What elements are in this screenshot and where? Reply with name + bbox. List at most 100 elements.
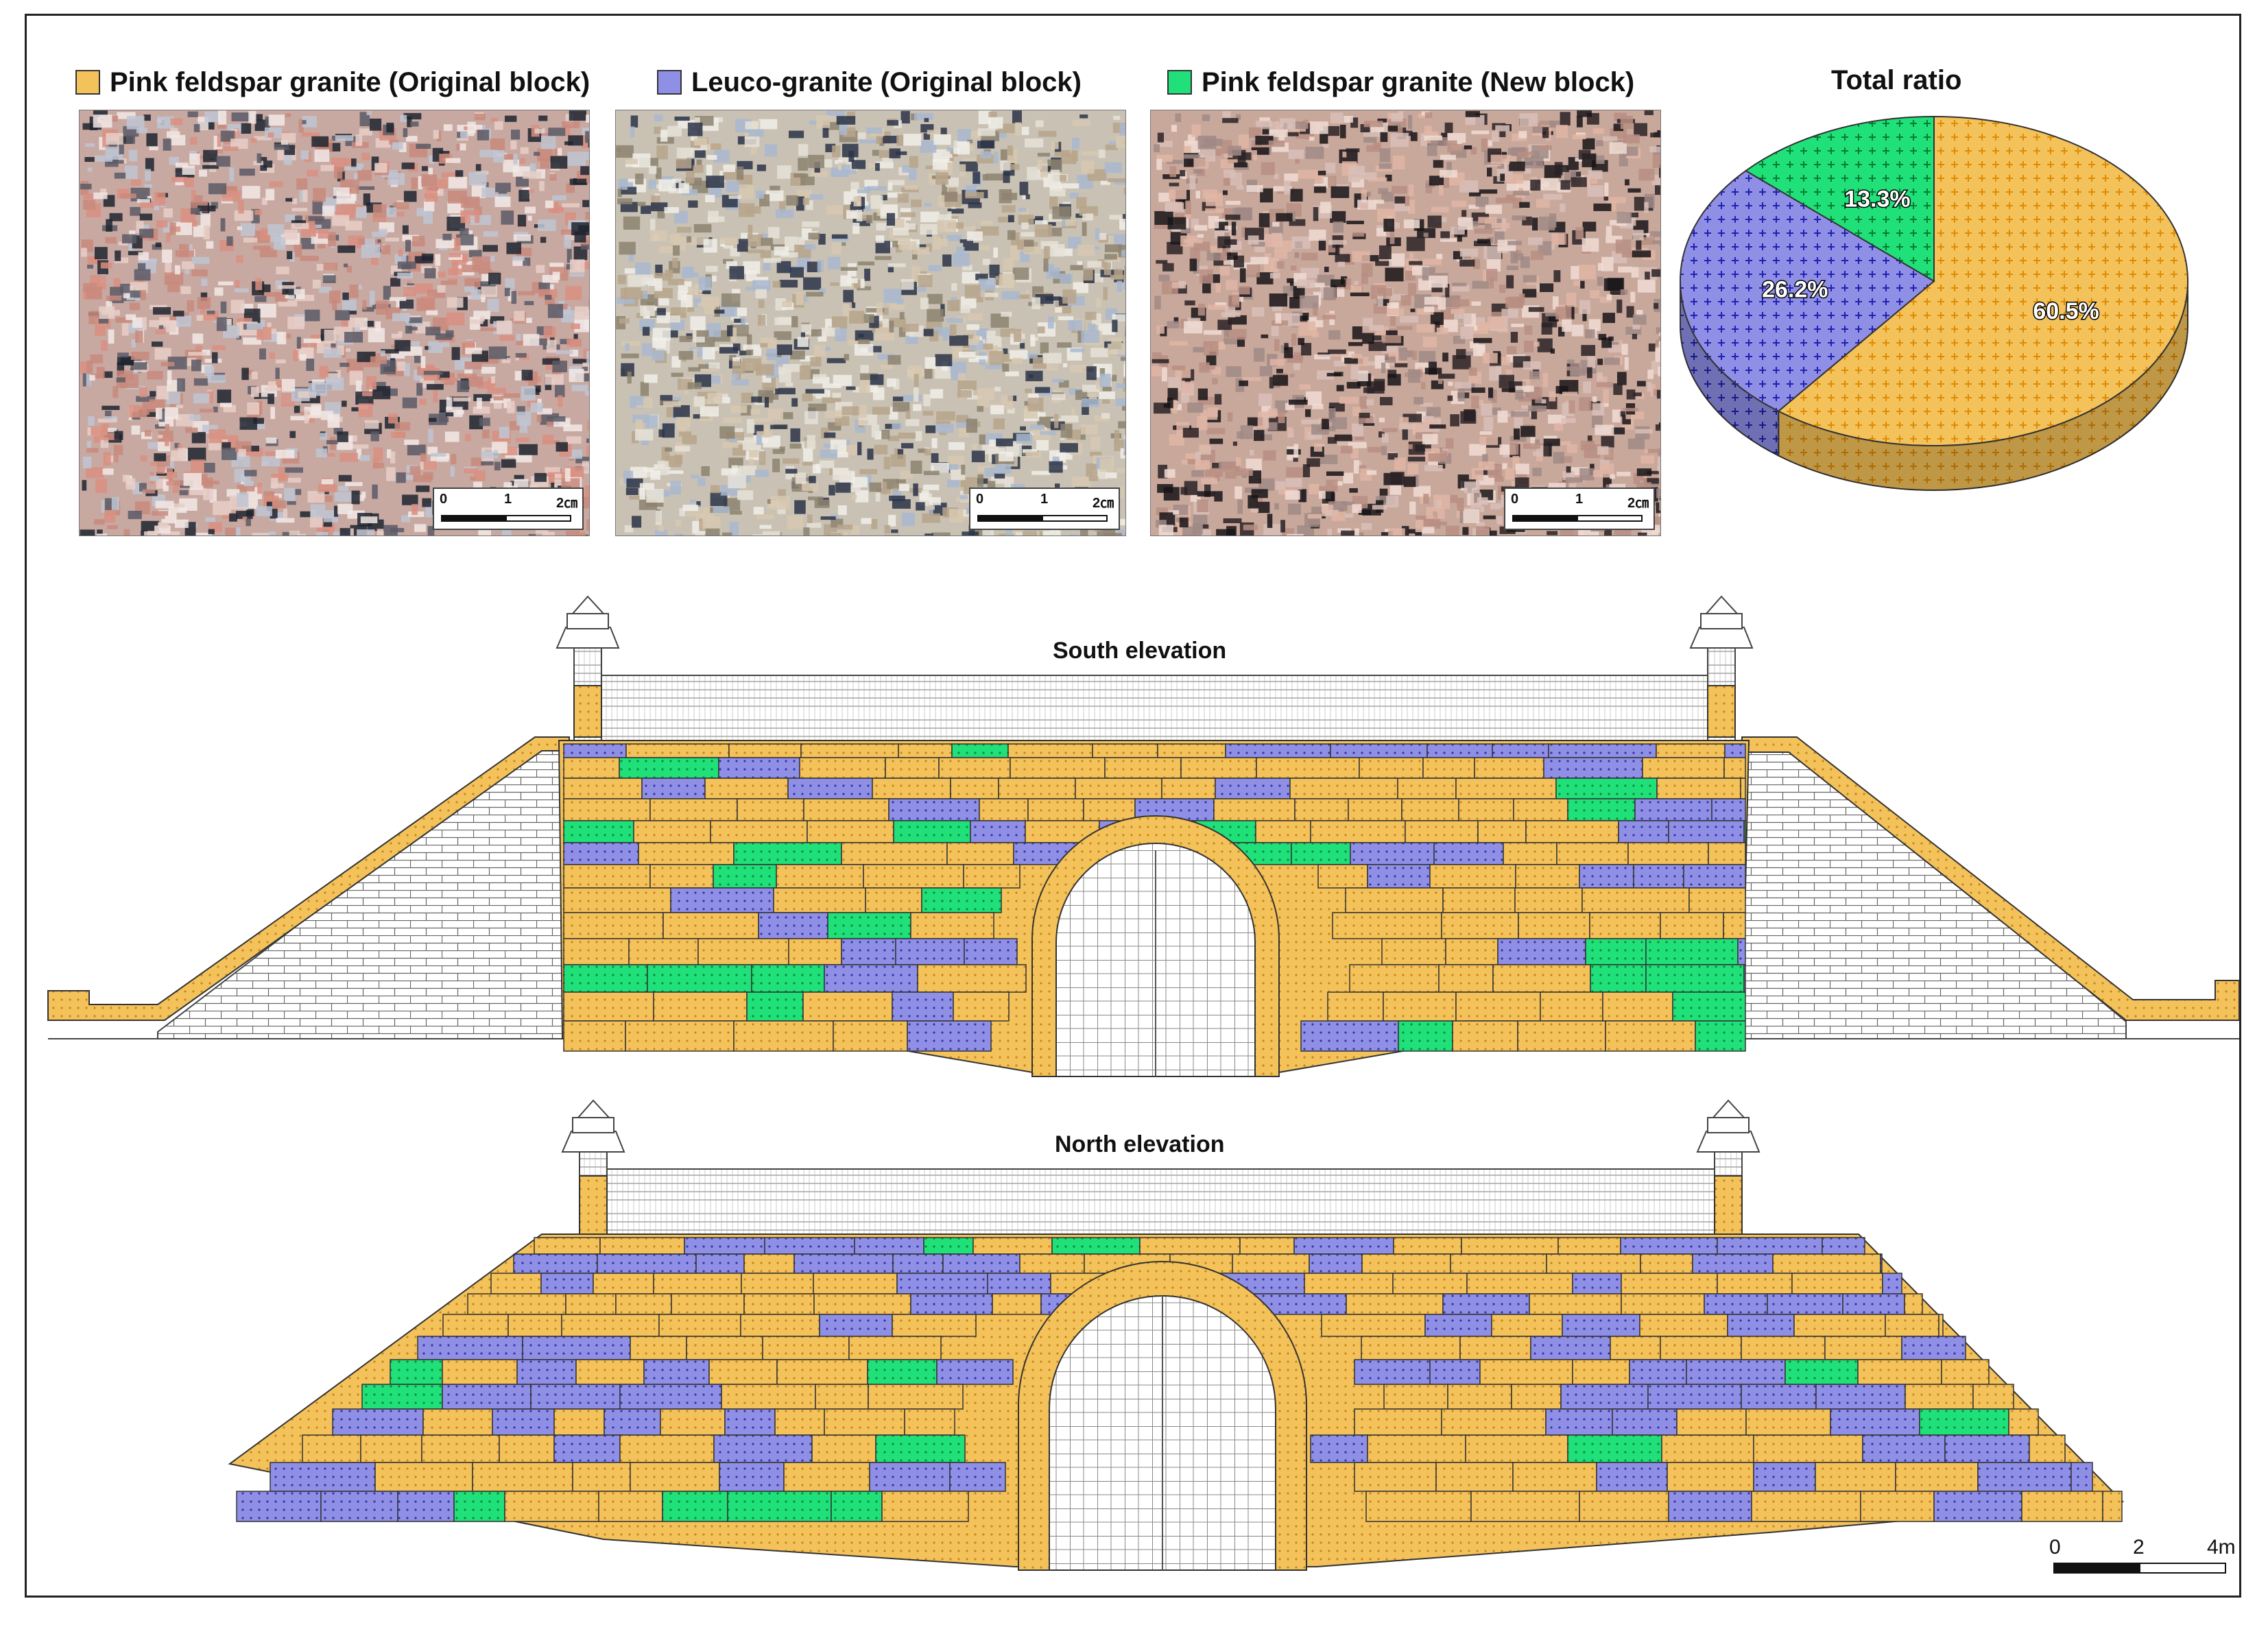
masonry-block xyxy=(1645,938,1739,965)
masonry-block xyxy=(684,1237,765,1255)
masonry-block xyxy=(1830,1408,1920,1436)
masonry-block xyxy=(270,1462,376,1492)
masonry-block xyxy=(746,991,804,1022)
masonry-block xyxy=(1784,1359,1859,1385)
masonry-block xyxy=(1350,842,1435,865)
masonry-block xyxy=(1645,964,1745,993)
masonry-block xyxy=(1545,1408,1613,1436)
masonry-block xyxy=(727,1491,832,1522)
masonry-block xyxy=(1304,1273,1394,1295)
masonry-block xyxy=(442,1384,532,1410)
north-elevation xyxy=(228,1099,2125,1571)
pie-chart: 60.5%26.2%13.3% xyxy=(1680,115,2188,491)
masonry-block xyxy=(1602,991,1673,1022)
masonry-block xyxy=(892,1253,944,1274)
masonry-block xyxy=(1225,743,1331,758)
masonry-block xyxy=(1010,757,1106,779)
masonry-block xyxy=(776,864,864,889)
masonry-block xyxy=(1447,1384,1512,1410)
masonry-block xyxy=(390,1359,443,1385)
legend-label: Pink feldspar granite (New block) xyxy=(1202,67,1635,97)
masonry-block xyxy=(695,1253,745,1274)
masonry-block xyxy=(572,1462,631,1492)
masonry-block xyxy=(467,1293,566,1315)
masonry-block xyxy=(1540,991,1603,1022)
masonry-block xyxy=(737,798,804,821)
masonry-block xyxy=(1555,778,1658,799)
masonry-block xyxy=(1514,887,1583,913)
masonry-block xyxy=(1590,964,1647,993)
masonry-block xyxy=(1365,1491,1472,1522)
masonry-block xyxy=(1393,1237,1462,1255)
masonry-block xyxy=(540,1273,594,1295)
masonry-block xyxy=(1743,820,1746,843)
masonry-block xyxy=(963,864,1020,889)
masonry-block xyxy=(848,1336,942,1360)
masonry-block xyxy=(1737,938,1746,965)
masonry-block xyxy=(733,1020,834,1052)
masonry-block xyxy=(1470,1491,1580,1522)
masonry-block xyxy=(813,1293,911,1315)
masonry-block xyxy=(865,887,922,913)
scale-label: 2㎝ xyxy=(556,496,578,511)
masonry-block xyxy=(453,1491,505,1522)
masonry-block xyxy=(1895,1462,1979,1492)
masonry-block xyxy=(565,1293,617,1315)
masonry-block xyxy=(1348,798,1402,821)
masonry-block xyxy=(1381,938,1446,965)
masonry-block xyxy=(972,1237,1053,1255)
masonry-block xyxy=(1321,1314,1426,1337)
masonry-block xyxy=(1289,778,1398,799)
map-scale-label-4m: 4m xyxy=(2207,1536,2236,1558)
masonry-block xyxy=(1383,1384,1448,1410)
masonry-block xyxy=(1857,1359,1942,1385)
masonry-block xyxy=(1717,1237,1823,1255)
masonry-block xyxy=(619,1434,715,1463)
pie-slice-shade xyxy=(1680,281,1779,456)
masonry-block xyxy=(649,864,714,889)
masonry-block xyxy=(1310,820,1406,843)
masonry-block xyxy=(1330,743,1428,758)
masonry-block xyxy=(1317,864,1368,889)
masonry-block xyxy=(904,1408,955,1436)
scale-label: 0 xyxy=(440,492,448,507)
masonry-block xyxy=(615,1293,672,1315)
rock-photo-pink-new: 0 1 2㎝ xyxy=(1150,110,1661,536)
masonry-block xyxy=(660,1408,726,1436)
masonry-block xyxy=(417,1336,523,1360)
masonry-block xyxy=(597,1253,697,1274)
masonry-block xyxy=(1579,864,1634,889)
pie-slice xyxy=(1777,115,2188,446)
masonry-block xyxy=(833,1020,908,1052)
masonry-block xyxy=(713,1434,813,1463)
scale-label: 2㎝ xyxy=(1627,496,1649,511)
masonry-block xyxy=(1941,1359,1990,1385)
masonry-block xyxy=(1686,1359,1786,1385)
masonry-block xyxy=(1051,1237,1141,1255)
masonry-block xyxy=(802,991,893,1022)
masonry-block xyxy=(1525,820,1619,843)
map-scale-label-0: 0 xyxy=(2049,1536,2061,1558)
masonry-block xyxy=(992,1293,1042,1315)
masonry-block xyxy=(970,820,1026,843)
masonry-block xyxy=(1367,1434,1466,1463)
masonry-block xyxy=(907,1020,992,1052)
masonry-block xyxy=(1610,1336,1661,1360)
masonry-block xyxy=(490,1273,542,1295)
masonry-block xyxy=(499,1434,555,1463)
masonry-block xyxy=(1354,1359,1431,1385)
masonry-block xyxy=(1517,1020,1606,1052)
masonry-block xyxy=(516,1359,577,1385)
masonry-block xyxy=(1543,757,1643,779)
masonry-block xyxy=(619,757,719,779)
masonry-block xyxy=(563,743,627,758)
masonry-block xyxy=(1567,798,1636,821)
masonry-block xyxy=(647,964,752,993)
masonry-block xyxy=(764,1237,855,1255)
masonry-block xyxy=(1668,1491,1752,1522)
masonry-block xyxy=(942,1253,1020,1274)
masonry-block xyxy=(1634,798,1712,821)
masonry-block xyxy=(1676,1408,1747,1436)
masonry-block xyxy=(1944,1434,2030,1463)
masonry-block xyxy=(563,1020,626,1052)
